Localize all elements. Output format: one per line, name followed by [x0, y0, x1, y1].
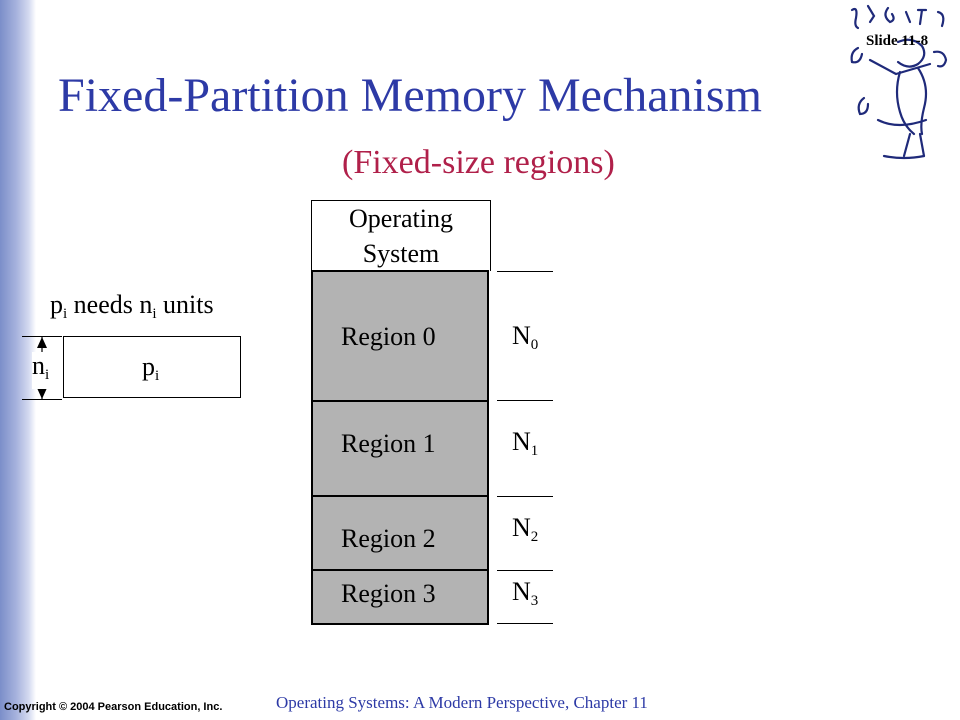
slide-number: Slide 11-8	[866, 33, 929, 49]
process-size-label: ni	[32, 352, 50, 389]
operating-system-block: Operating System	[311, 200, 491, 271]
region-size-3: N3	[512, 577, 539, 609]
region-size-1: N1	[512, 427, 539, 459]
process-needs-caption: pi needs ni units	[50, 290, 214, 322]
slide-subtitle: (Fixed-size regions)	[342, 144, 615, 181]
copyright: Copyright © 2004 Pearson Education, Inc.	[4, 701, 223, 713]
os-label-line1: Operating	[349, 204, 453, 233]
boundary-tick	[497, 400, 553, 401]
slide-title: Fixed-Partition Memory Mechanism	[58, 69, 762, 122]
region-label: Region 3	[341, 579, 436, 608]
footer-book-title: Operating Systems: A Modern Perspective,…	[276, 693, 648, 712]
memory-region-0: Region 0	[311, 270, 489, 402]
boundary-tick	[497, 271, 553, 272]
boundary-tick	[497, 496, 553, 497]
memory-region-2: Region 2	[311, 495, 489, 571]
region-size-0: N0	[512, 321, 539, 353]
sidebar-gradient	[0, 0, 36, 720]
process-label: pi	[142, 352, 160, 384]
os-label-line2: System	[362, 239, 440, 268]
process-block	[63, 336, 241, 398]
musician-logo-icon	[850, 4, 948, 160]
memory-region-3: Region 3	[311, 569, 489, 625]
region-size-2: N2	[512, 513, 539, 545]
region-label: Region 0	[341, 322, 436, 351]
boundary-tick	[497, 570, 553, 571]
memory-region-1: Region 1	[311, 400, 489, 497]
region-label: Region 1	[341, 429, 436, 458]
boundary-tick	[497, 623, 553, 624]
region-label: Region 2	[341, 524, 436, 553]
